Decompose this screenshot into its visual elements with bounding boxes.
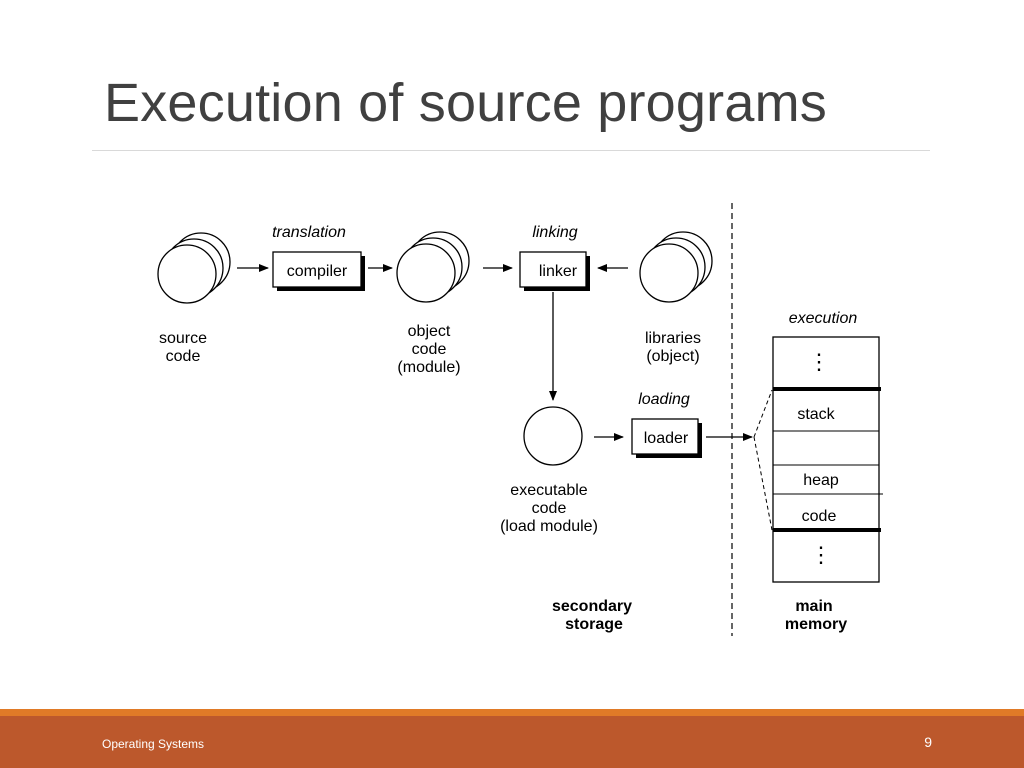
- execution-label: execution: [789, 310, 858, 327]
- main-memory-column: [772, 336, 883, 583]
- loader-label: loader: [644, 430, 689, 447]
- executable-code-circle: [523, 406, 583, 466]
- page-number: 9: [924, 734, 932, 750]
- object-code-label-3: (module): [397, 359, 460, 376]
- executable-label-3: (load module): [500, 518, 598, 535]
- libraries-label-2: (object): [646, 348, 699, 365]
- memory-stack-label: stack: [797, 406, 835, 423]
- memory-top-ellipsis: ⋮: [808, 349, 830, 374]
- compiler-box: [272, 251, 365, 291]
- linking-label: linking: [532, 224, 577, 241]
- linker-label: linker: [539, 263, 578, 280]
- libraries-stack: [639, 231, 713, 303]
- executable-label-2: code: [532, 500, 567, 517]
- title-divider: [92, 150, 930, 151]
- object-code-stack: [396, 231, 470, 303]
- dashed-expansion-top: [753, 389, 773, 438]
- compiler-label: compiler: [287, 263, 348, 280]
- secondary-storage-label-1: secondary: [552, 598, 632, 615]
- loading-label: loading: [638, 391, 690, 408]
- footer-accent-strip: [0, 709, 1024, 716]
- main-memory-label-2: memory: [785, 616, 847, 633]
- slide-title: Execution of source programs: [104, 73, 827, 133]
- footer-bar: Operating Systems 9: [0, 716, 1024, 768]
- execution-diagram: source code translation compiler object …: [157, 203, 883, 636]
- source-code-label-1: source: [159, 330, 207, 347]
- source-code-label-2: code: [166, 348, 201, 365]
- libraries-label-1: libraries: [645, 330, 701, 347]
- loader-box: [631, 418, 702, 458]
- main-memory-label-1: main: [795, 598, 832, 615]
- object-code-label-1: object: [408, 323, 451, 340]
- footer-course-name: Operating Systems: [102, 737, 205, 751]
- memory-bottom-ellipsis: ⋮: [810, 542, 832, 567]
- object-code-label-2: code: [412, 341, 447, 358]
- memory-heap-label: heap: [803, 472, 839, 489]
- secondary-storage-label-2: storage: [565, 616, 623, 633]
- executable-label-1: executable: [510, 482, 587, 499]
- source-code-stack: [157, 232, 231, 304]
- linker-box: [519, 251, 590, 291]
- dashed-expansion-bottom: [753, 436, 773, 531]
- memory-code-label: code: [802, 508, 837, 525]
- translation-label: translation: [272, 224, 346, 241]
